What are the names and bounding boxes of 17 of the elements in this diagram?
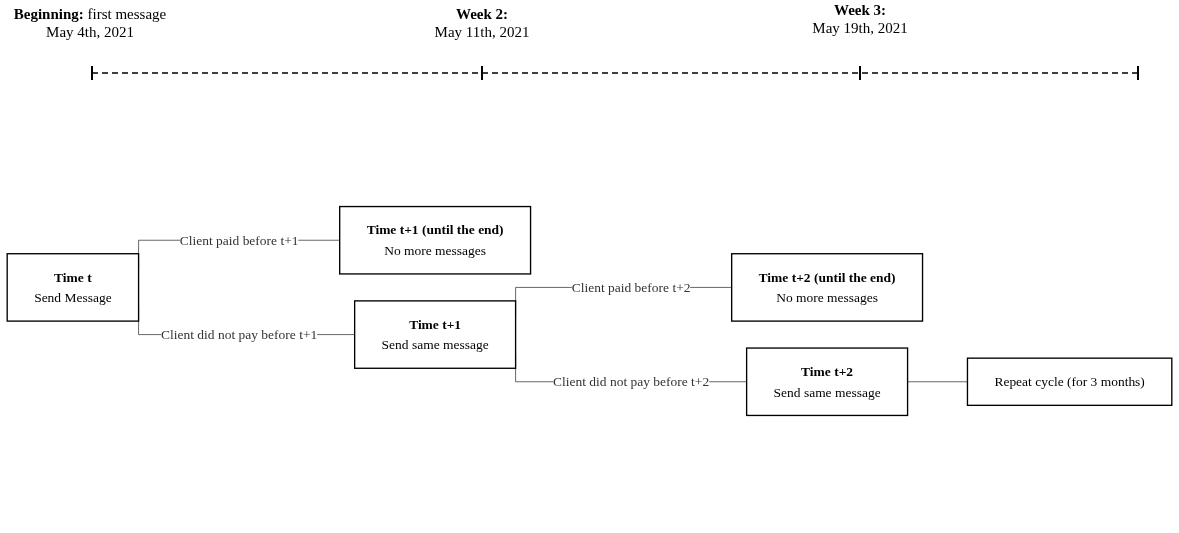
edge-label: Client paid before t+1 bbox=[179, 232, 299, 248]
edge-label: Client did not pay before t+2 bbox=[553, 374, 710, 389]
milestone-heading: Beginning: first message bbox=[13, 6, 167, 23]
node-box: Time t+2 Send same message bbox=[745, 347, 909, 417]
node-box: Repeat cycle (for 3 months) bbox=[966, 357, 1173, 406]
node-box: Time t+1 (until the end) No more messages bbox=[339, 205, 532, 275]
milestone-date: May 19th, 2021 bbox=[812, 20, 908, 37]
node-box: Time t Send Message bbox=[6, 253, 140, 322]
milestone-date: May 4th, 2021 bbox=[46, 24, 134, 41]
node-box: Time t+2 (until the end) No more messages bbox=[731, 253, 924, 322]
milestone-date: May 11th, 2021 bbox=[434, 24, 530, 41]
node-box: Time t+1 Send same message bbox=[353, 300, 517, 369]
edge-label: Client paid before t+2 bbox=[571, 280, 691, 295]
connector bbox=[907, 381, 968, 383]
milestone-heading: Week 3: bbox=[833, 2, 887, 19]
milestone-heading: Week 2: bbox=[455, 6, 509, 23]
edge-label: Client did not pay before t+1 bbox=[161, 327, 318, 342]
